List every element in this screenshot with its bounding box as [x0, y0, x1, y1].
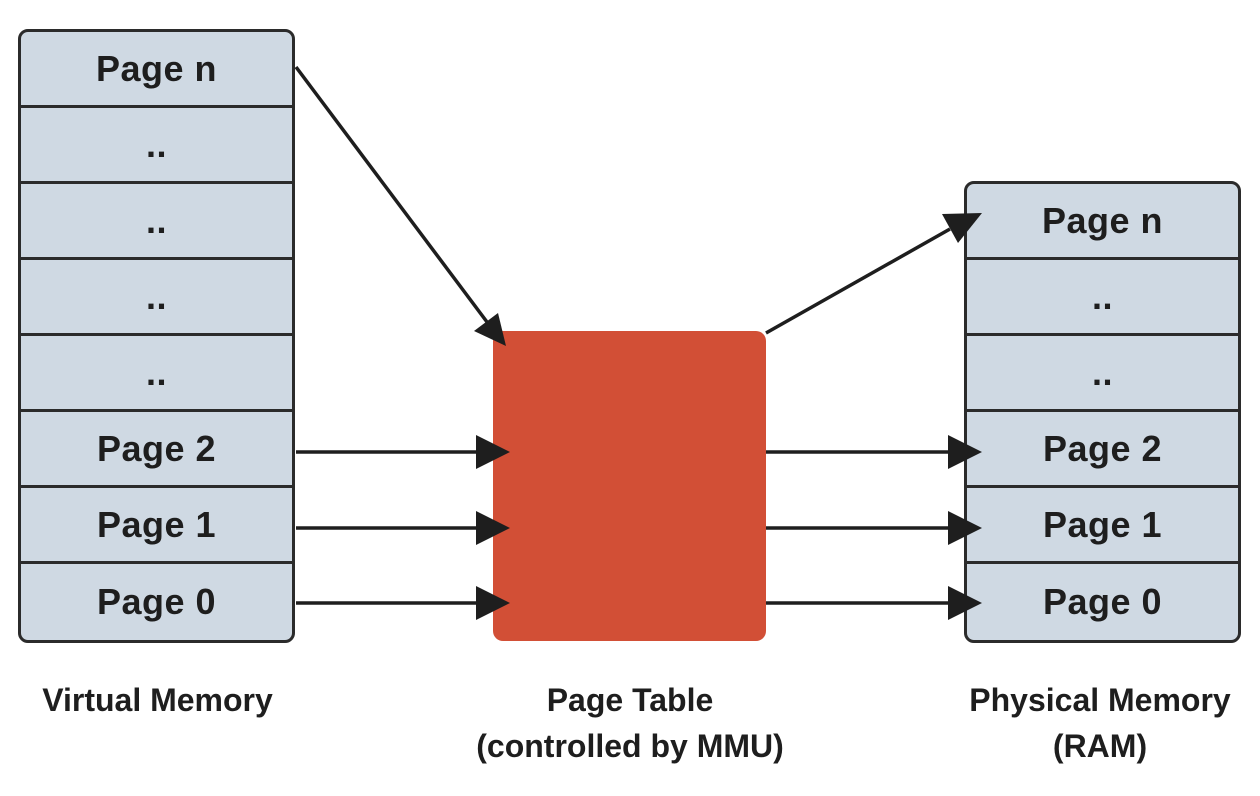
physical-page-ellipsis: .. [967, 336, 1238, 412]
virtual-memory-caption: Virtual Memory [0, 677, 315, 723]
virtual-page-2: Page 2 [21, 412, 292, 488]
physical-page-2: Page 2 [967, 412, 1238, 488]
physical-memory-stack: Page n .. .. Page 2 Page 1 Page 0 [964, 181, 1241, 643]
arrow-virtual-page-2-to-table [296, 435, 510, 469]
virtual-page-ellipsis: .. [21, 184, 292, 260]
physical-memory-caption: Physical Memory (RAM) [940, 677, 1260, 769]
physical-memory-sublabel: (RAM) [1052, 728, 1148, 764]
arrow-table-to-physical-page-0 [766, 586, 982, 620]
arrow-virtual-page-1-to-table [296, 511, 510, 545]
virtual-page-ellipsis: .. [21, 108, 292, 184]
arrow-table-to-physical-page-1 [766, 511, 982, 545]
virtual-page-ellipsis: .. [21, 336, 292, 412]
virtual-page-ellipsis: .. [21, 260, 292, 336]
page-table-label: Page Table [546, 682, 714, 718]
virtual-page-0: Page 0 [96, 581, 217, 622]
virtual-page-n: Page n [21, 32, 292, 108]
physical-memory-label: Physical Memory [969, 682, 1231, 718]
page-table-caption: Page Table (controlled by MMU) [440, 677, 820, 769]
arrow-table-to-physical-page-n [765, 213, 982, 335]
arrow-table-to-physical-page-2 [766, 435, 982, 469]
physical-page-0: Page 0 [1042, 581, 1163, 622]
physical-page-1: Page 1 [967, 488, 1238, 564]
virtual-memory-label: Virtual Memory [42, 682, 273, 718]
virtual-memory-stack: Page n .. .. .. .. Page 2 Page 1 Page 0 [18, 29, 295, 643]
virtual-page-1: Page 1 [21, 488, 292, 564]
physical-page-n: Page n [967, 184, 1238, 260]
arrow-virtual-page-0-to-table [296, 586, 510, 620]
page-table-block [493, 331, 766, 641]
page-table-sublabel: (controlled by MMU) [476, 728, 784, 764]
arrow-virtual-page-n-to-table [294, 65, 506, 346]
physical-page-ellipsis: .. [967, 260, 1238, 336]
